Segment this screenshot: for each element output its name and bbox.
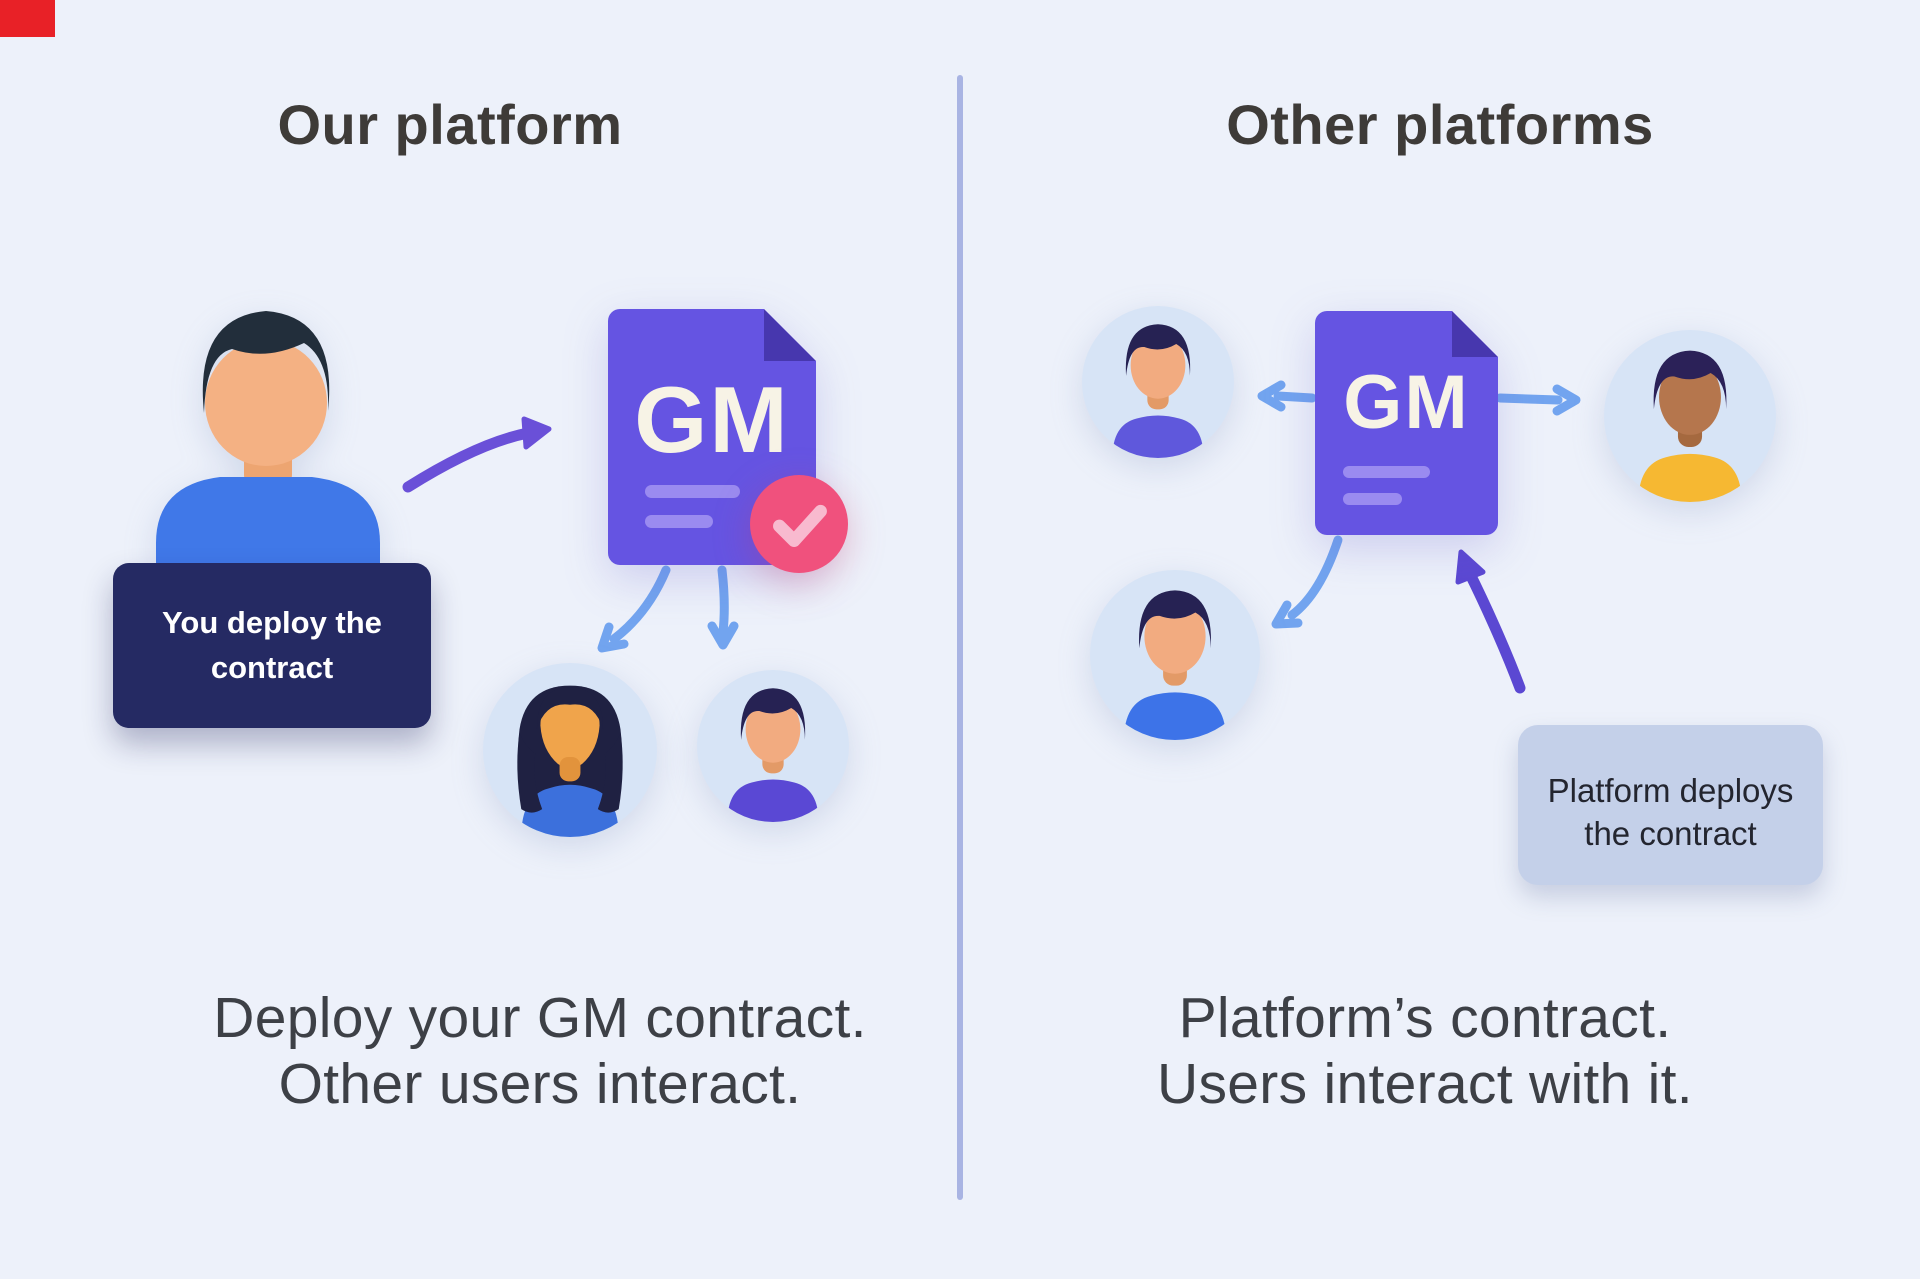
caption-line: Deploy your GM contract. bbox=[213, 986, 867, 1050]
avatar-shirt bbox=[1112, 415, 1204, 458]
user-avatar-right bbox=[1604, 330, 1776, 502]
label-line: the contract bbox=[1584, 815, 1757, 852]
arrow-user-to-contract bbox=[402, 416, 552, 493]
right-panel-caption: Platform’s contract. Users interact with… bbox=[1025, 985, 1825, 1117]
document-text-line bbox=[645, 515, 713, 528]
user-avatar-top-left bbox=[1082, 306, 1234, 458]
caption-line: Platform’s contract. bbox=[1178, 986, 1672, 1050]
person-shirt bbox=[156, 477, 380, 563]
person-hair bbox=[202, 311, 330, 413]
label-line: You deploy the bbox=[162, 605, 382, 640]
document-text-line bbox=[1343, 493, 1402, 505]
arrow-contract-to-user-b bbox=[707, 565, 739, 650]
arrow-contract-to-right-user bbox=[1495, 384, 1581, 416]
caption-line: Users interact with it. bbox=[1157, 1052, 1693, 1116]
avatar-face bbox=[1659, 359, 1721, 435]
avatar-hair bbox=[740, 688, 806, 740]
user-avatar-bottom bbox=[1090, 570, 1260, 740]
label-line: contract bbox=[210, 650, 334, 685]
avatar-hair bbox=[1653, 350, 1727, 410]
document-text-line bbox=[645, 485, 740, 498]
arrow-contract-to-left-user bbox=[1257, 380, 1317, 412]
avatar-face bbox=[745, 695, 801, 763]
contract-label: GM bbox=[634, 367, 790, 472]
left-panel-title: Our platform bbox=[277, 93, 623, 156]
arrow-contract-to-bottom-user bbox=[1271, 535, 1343, 629]
check-icon bbox=[750, 475, 848, 573]
verified-badge bbox=[750, 475, 848, 573]
person-face bbox=[205, 340, 327, 466]
deployer-person-illustration bbox=[156, 311, 380, 563]
right-panel-title: Other platforms bbox=[1226, 93, 1654, 156]
left-panel-caption: Deploy your GM contract. Other users int… bbox=[140, 985, 940, 1117]
avatar-shirt bbox=[727, 779, 819, 822]
avatar-face bbox=[1144, 598, 1206, 674]
panel-divider bbox=[957, 75, 963, 1200]
avatar-face bbox=[540, 696, 600, 769]
avatar-hair bbox=[1125, 324, 1191, 376]
you-deploy-label: You deploy the contract bbox=[113, 563, 431, 728]
arrow-contract-to-user-a bbox=[597, 565, 671, 653]
avatar-hair bbox=[1139, 590, 1211, 649]
avatar-face bbox=[1130, 331, 1186, 399]
page-fold-corner bbox=[1452, 311, 1498, 357]
platform-deploys-label: Platform deploys the contract bbox=[1518, 725, 1823, 885]
red-corner-artifact bbox=[0, 0, 55, 37]
caption-line: Other users interact. bbox=[278, 1052, 802, 1116]
page-fold-corner bbox=[764, 309, 816, 361]
user-avatar-man-left bbox=[697, 670, 849, 822]
document-text-line bbox=[1343, 466, 1430, 478]
avatar-shirt bbox=[1638, 453, 1742, 502]
avatar-shirt bbox=[521, 784, 619, 837]
user-avatar-woman bbox=[483, 663, 657, 837]
gm-contract-document-right: GM bbox=[1315, 311, 1498, 535]
contract-label: GM bbox=[1343, 360, 1470, 445]
document-page: GM bbox=[1315, 311, 1498, 535]
label-line: Platform deploys bbox=[1547, 772, 1794, 809]
arrow-platform-to-contract bbox=[1455, 549, 1526, 694]
avatar-shirt bbox=[1124, 692, 1226, 740]
